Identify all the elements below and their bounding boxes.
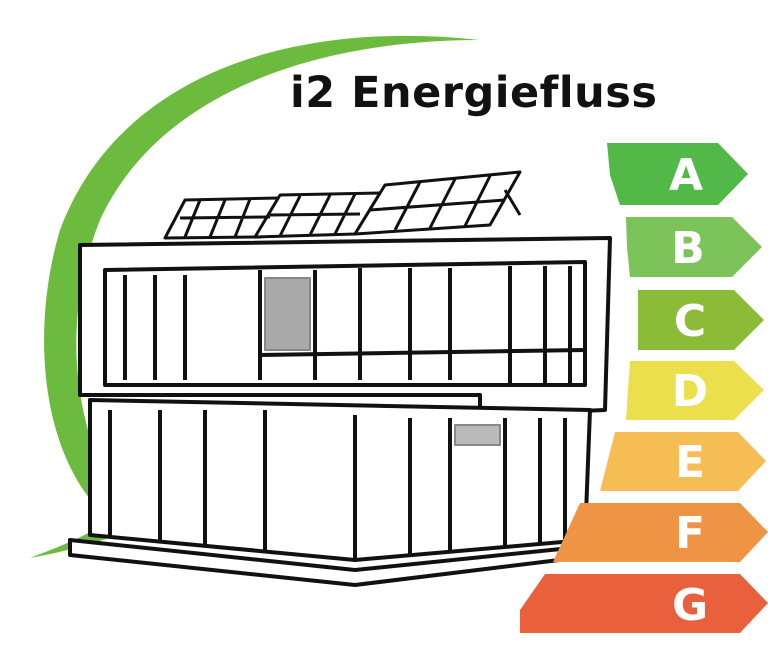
- logo-title: i2 Energiefluss: [290, 68, 658, 118]
- solar-panels: [163, 170, 522, 240]
- house-illustration: [68, 170, 612, 587]
- energy-class-g: G: [520, 574, 768, 633]
- energy-class-label: D: [672, 366, 709, 417]
- energy-class-label: A: [669, 150, 703, 201]
- energy-class-label: B: [671, 223, 705, 274]
- energy-class-a: A: [607, 143, 748, 205]
- energy-class-label: E: [675, 437, 705, 488]
- energy-class-scale: A B C D E F G: [520, 143, 768, 633]
- energy-class-c: C: [638, 290, 764, 350]
- energy-class-f: F: [553, 503, 768, 562]
- energy-class-b: B: [626, 217, 762, 277]
- energy-class-e: E: [600, 432, 766, 491]
- energy-class-label: F: [675, 508, 705, 559]
- energy-class-d: D: [626, 361, 764, 420]
- energy-class-label: G: [672, 580, 708, 631]
- energy-class-label: C: [674, 296, 706, 347]
